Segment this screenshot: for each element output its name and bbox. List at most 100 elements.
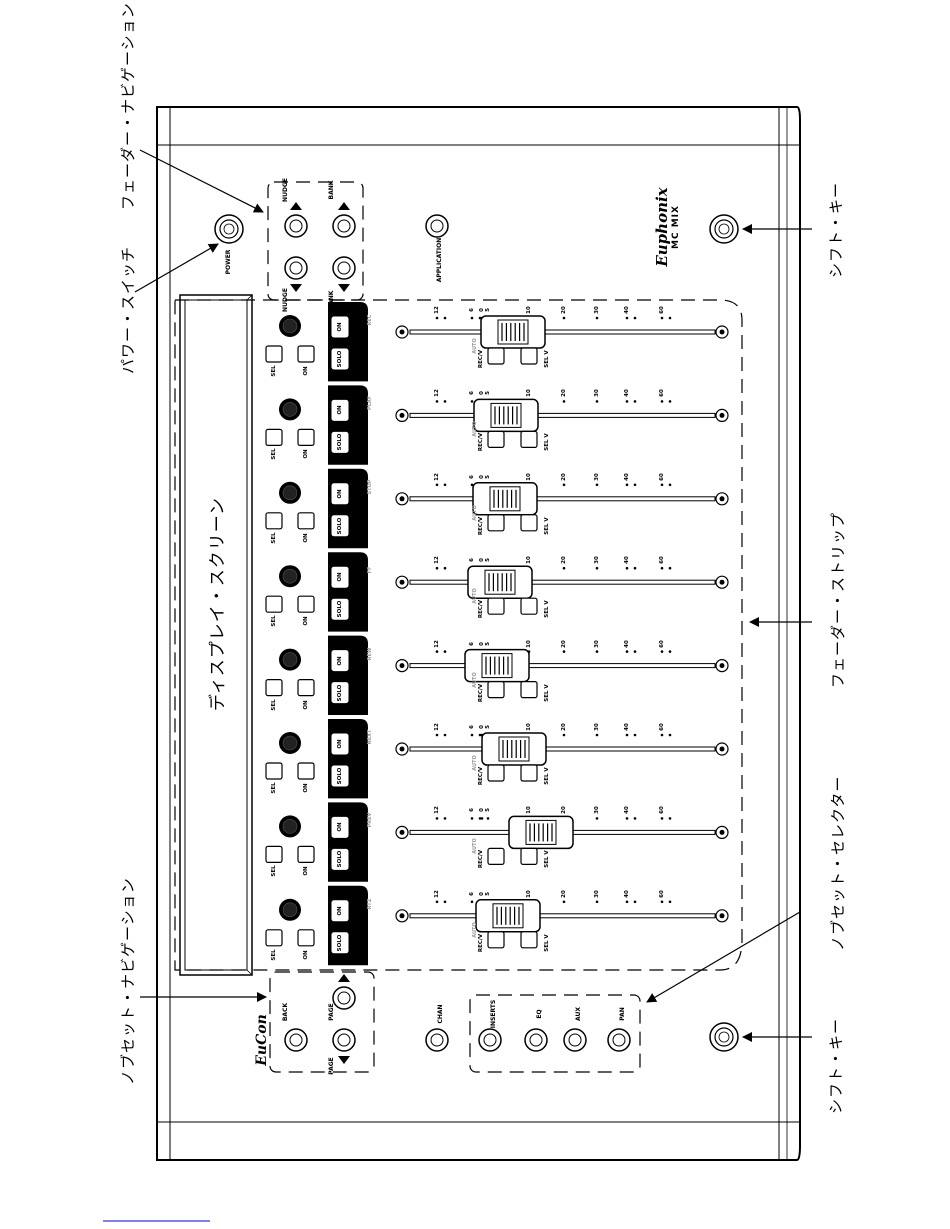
rec-v-button[interactable] — [487, 680, 505, 699]
scale-dot — [668, 817, 672, 820]
channel-knob[interactable] — [279, 481, 301, 504]
bank-right-button[interactable] — [332, 256, 356, 280]
fader-scale-label: 60 — [659, 389, 665, 398]
channel-solo-button[interactable] — [330, 430, 350, 454]
channel-small-on-button[interactable] — [297, 428, 315, 446]
sel-v-button[interactable] — [520, 514, 538, 532]
page-left-button[interactable] — [332, 1028, 356, 1052]
fader-scale-label: 6 — [469, 641, 475, 646]
nudge-right-button[interactable] — [284, 256, 308, 280]
application-button[interactable] — [425, 214, 449, 238]
channel-solo-button[interactable] — [330, 764, 350, 788]
bank-left-button[interactable] — [332, 214, 356, 238]
channel-sel-button[interactable] — [265, 512, 283, 530]
fader-cap[interactable] — [464, 648, 530, 683]
sel-v-button[interactable] — [520, 764, 538, 782]
shift-key-bottom-button[interactable] — [709, 1022, 739, 1052]
channel-small-on-button[interactable] — [297, 345, 315, 363]
transport-label: PREV — [367, 812, 373, 828]
sel-v-button[interactable] — [520, 931, 538, 949]
channel-small-on-button[interactable] — [297, 929, 315, 947]
channel-small-on-button[interactable] — [297, 512, 315, 530]
channel-solo-button[interactable] — [330, 847, 350, 871]
channel-knob[interactable] — [279, 648, 301, 671]
channel-on-button[interactable] — [330, 482, 350, 506]
channel-small-on-button[interactable] — [297, 845, 315, 864]
power-button[interactable] — [214, 214, 244, 244]
channel-on-button[interactable] — [330, 815, 350, 839]
scale-dot — [435, 817, 439, 820]
fader-strips[interactable] — [395, 315, 729, 933]
scale-dot — [633, 483, 637, 487]
channel-solo-button[interactable] — [330, 597, 350, 621]
inserts-button[interactable] — [478, 1028, 502, 1052]
scale-dot — [435, 650, 439, 653]
channel-on-button[interactable] — [330, 732, 350, 756]
sel-v-button[interactable] — [520, 680, 538, 699]
back-button[interactable] — [284, 1028, 308, 1052]
rec-v-button[interactable] — [487, 514, 505, 532]
pan-button[interactable] — [607, 1028, 631, 1052]
chan-button[interactable] — [425, 1028, 449, 1052]
fader-cap[interactable] — [508, 815, 574, 850]
sel-v-button[interactable] — [520, 347, 538, 365]
channel-buttons[interactable] — [265, 315, 538, 955]
auto-label: AUTO — [472, 505, 478, 521]
fader-cap[interactable] — [467, 565, 533, 599]
channel-knob[interactable] — [279, 565, 301, 588]
rec-v-button[interactable] — [487, 931, 505, 949]
channel-sel-button[interactable] — [265, 345, 283, 363]
channel-solo-button[interactable] — [330, 931, 350, 955]
rec-v-button[interactable] — [487, 430, 505, 448]
fader-scale-label: 12 — [434, 556, 440, 565]
channel-sel-button[interactable] — [265, 595, 283, 613]
sel-v-button[interactable] — [520, 847, 538, 866]
rec-v-button[interactable] — [487, 347, 505, 365]
channel-solo-button[interactable] — [330, 514, 350, 538]
channel-sel-button[interactable] — [265, 762, 283, 780]
channel-on-button[interactable] — [330, 315, 350, 339]
fader-scale-label: 40 — [624, 389, 630, 398]
channel-sel-button[interactable] — [265, 845, 283, 864]
channel-on-button[interactable] — [330, 649, 350, 673]
fader-screw-center-icon — [719, 829, 725, 835]
fader-screw-center-icon — [719, 496, 725, 502]
channel-on-button[interactable] — [330, 565, 350, 589]
fader-cap[interactable] — [480, 315, 546, 349]
eq-button[interactable] — [524, 1028, 548, 1052]
channel-sel-button[interactable] — [265, 929, 283, 947]
scale-dot — [660, 483, 664, 487]
channel-knob[interactable] — [279, 398, 301, 421]
channel-knob[interactable] — [279, 815, 301, 838]
channel-on-button[interactable] — [330, 398, 350, 422]
channel-on-label: ON — [337, 572, 343, 582]
channel-knob[interactable] — [279, 732, 301, 754]
rec-v-button[interactable] — [487, 847, 505, 866]
sel-v-label: SEL V — [544, 683, 550, 702]
channel-sel-button[interactable] — [265, 428, 283, 446]
channel-on-label: ON — [337, 405, 343, 416]
channel-sel-button[interactable] — [265, 678, 283, 697]
arrow-glyphs — [290, 202, 350, 1064]
fader-cap[interactable] — [473, 398, 539, 433]
channel-knob[interactable] — [279, 315, 301, 337]
fader-track — [409, 412, 716, 418]
sel-v-button[interactable] — [520, 430, 538, 448]
channel-knob[interactable] — [279, 898, 301, 921]
channel-on-button[interactable] — [330, 899, 350, 923]
fader-cap[interactable] — [481, 732, 547, 766]
channel-small-on-button[interactable] — [297, 595, 315, 613]
fader-cap[interactable] — [475, 899, 541, 933]
channel-solo-button[interactable] — [330, 681, 350, 705]
channel-small-on-button[interactable] — [297, 678, 315, 697]
rec-v-button[interactable] — [487, 764, 505, 782]
shift-key-top-button[interactable] — [709, 214, 739, 244]
page-right-button[interactable] — [332, 986, 356, 1010]
fader-cap[interactable] — [472, 482, 538, 516]
aux-button[interactable] — [563, 1028, 587, 1052]
nudge-left-button[interactable] — [284, 214, 308, 238]
rec-v-button[interactable] — [487, 597, 505, 615]
channel-small-on-button[interactable] — [297, 762, 315, 780]
sel-v-button[interactable] — [520, 597, 538, 615]
channel-solo-button[interactable] — [330, 347, 350, 371]
